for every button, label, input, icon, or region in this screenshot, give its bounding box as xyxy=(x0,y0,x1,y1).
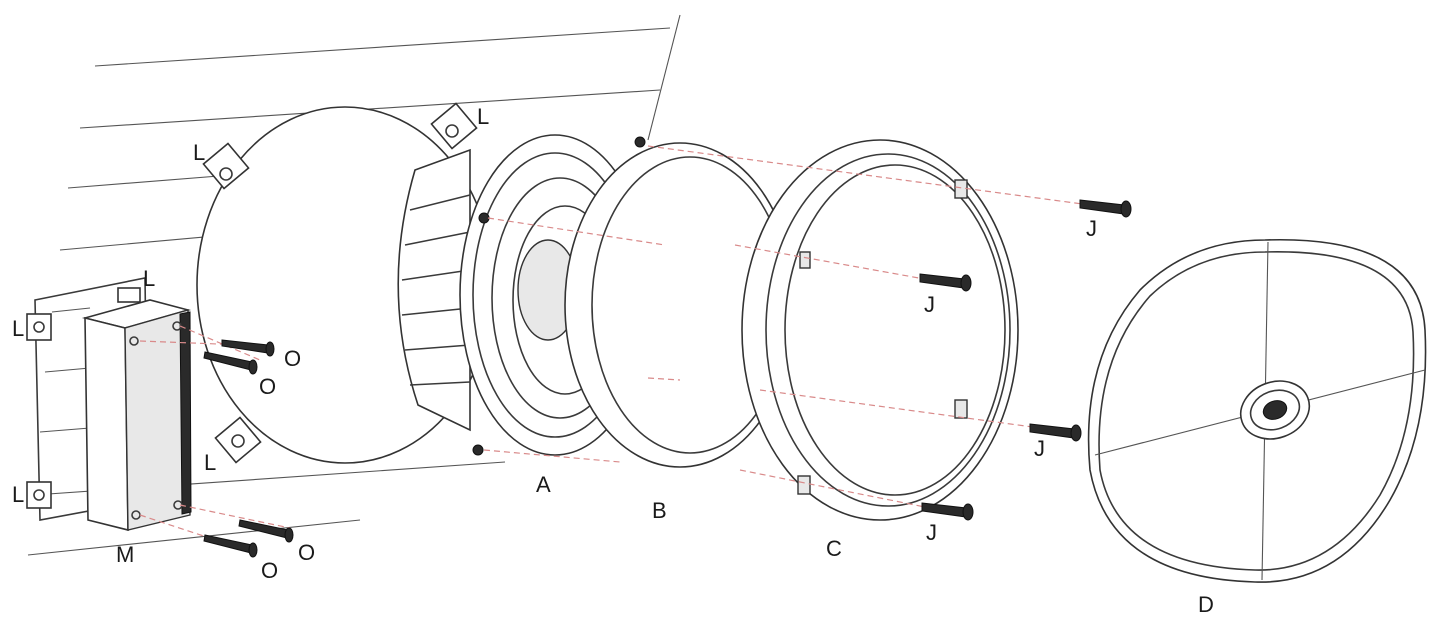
label-j-3: J xyxy=(1034,436,1045,461)
label-o-3: O xyxy=(298,540,315,565)
label-l-5: L xyxy=(12,482,24,507)
mounting-tab-top-left xyxy=(202,142,250,190)
screw-j-2 xyxy=(919,273,972,292)
screw-j-3 xyxy=(1029,423,1082,442)
label-c: C xyxy=(826,536,842,561)
grille-logo-badge xyxy=(1239,380,1311,440)
screw-j-1 xyxy=(1079,199,1132,218)
grille-cover-d xyxy=(1087,238,1427,583)
mounting-tab-bottom-left xyxy=(214,416,262,464)
screw-o-2 xyxy=(203,351,258,375)
screw-o-4 xyxy=(203,534,258,558)
part-labels: A B C D J J J J L L L L L L M O O O O xyxy=(12,104,1214,617)
label-l-6: L xyxy=(204,450,216,475)
label-l-1: L xyxy=(193,140,205,165)
label-o-2: O xyxy=(259,374,276,399)
label-d: D xyxy=(1198,592,1214,617)
label-j-2: J xyxy=(924,292,935,317)
label-l-2: L xyxy=(477,104,489,129)
trim-ring-c xyxy=(741,139,1019,521)
screw-j-4 xyxy=(921,502,974,521)
screws-j xyxy=(919,199,1132,521)
label-j-4: J xyxy=(926,520,937,545)
label-j-1: J xyxy=(1086,216,1097,241)
label-o-4: O xyxy=(261,558,278,583)
label-l-4: L xyxy=(12,316,24,341)
alignment-lines xyxy=(483,145,1091,509)
label-o-1: O xyxy=(284,346,301,371)
mounting-tab-top-right xyxy=(430,102,478,150)
label-b: B xyxy=(652,498,667,523)
mounting-block-m xyxy=(81,299,192,532)
screw-o-3 xyxy=(238,519,294,543)
label-l-3: L xyxy=(143,266,155,291)
label-m: M xyxy=(116,542,134,567)
screws-o xyxy=(139,325,294,558)
label-a: A xyxy=(536,472,551,497)
screw-o-1 xyxy=(221,339,275,357)
